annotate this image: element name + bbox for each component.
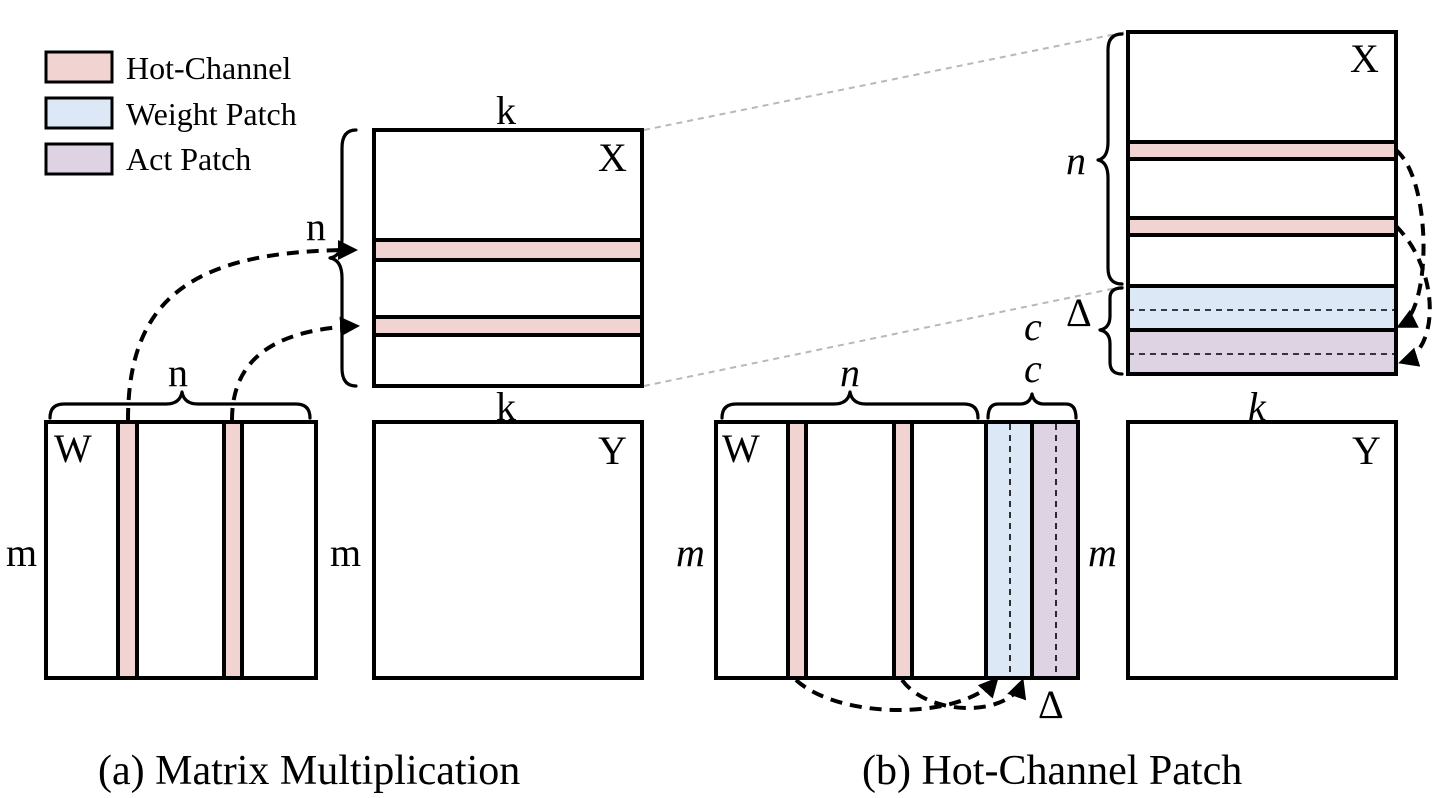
brace-c	[986, 392, 1078, 420]
zoom-guide-line	[643, 285, 1127, 387]
legend-swatch-act-patch	[44, 142, 114, 176]
legend-swatch-weight-patch	[44, 96, 114, 130]
matrix-y-label: Y	[598, 428, 627, 473]
dimension-m-y: m	[1088, 530, 1117, 575]
brace-delta-side	[1098, 286, 1124, 376]
brace-n-side	[1096, 32, 1124, 286]
matrix-w	[44, 420, 318, 680]
hot-channel-row	[1126, 140, 1398, 161]
brace-n-top	[48, 390, 312, 420]
matrix-x-label: X	[1350, 36, 1379, 81]
legend-label-hot-channel: Hot-Channel	[126, 50, 291, 86]
hot-channel-row	[372, 315, 644, 337]
patch-arrow	[1394, 148, 1426, 328]
brace-n-side	[328, 128, 358, 388]
dimension-n-side: n	[1066, 138, 1086, 183]
dimension-m-w: m	[6, 530, 37, 575]
zoom-guide-line	[643, 31, 1127, 131]
legend-label-weight-patch: Weight Patch	[126, 96, 297, 132]
dimension-k-top: k	[496, 88, 516, 133]
patch-arrow	[900, 678, 1027, 710]
dimension-delta-side: Δ	[1066, 290, 1092, 335]
dimension-c-brace: c	[1024, 346, 1042, 391]
hot-channel-col	[892, 420, 914, 680]
legend: Hot-Channel Weight Patch Act Patch	[44, 50, 297, 177]
mapping-arrow	[126, 240, 358, 421]
panel-a: X k n W m n Y k m (a) Matrix Multiplicat…	[6, 88, 644, 794]
matrix-y-label: Y	[1352, 428, 1381, 473]
dimension-c-top: c	[1024, 304, 1042, 349]
legend-label-act-patch: Act Patch	[126, 141, 251, 177]
panel-b: X n Δ W m n c c Δ Y k m	[676, 30, 1432, 794]
dimension-k-bottom: k	[496, 384, 516, 429]
hot-channel-col	[116, 420, 139, 680]
caption-b: (b) Hot-Channel Patch	[862, 748, 1242, 794]
brace-n-top	[720, 390, 980, 420]
legend-swatch-hot-channel	[44, 50, 114, 84]
hot-channel-col	[786, 420, 808, 680]
mapping-arrow	[230, 316, 360, 421]
act-patch-cols	[1030, 420, 1080, 680]
patch-arrow	[1394, 224, 1432, 367]
dimension-n-side: n	[306, 204, 326, 249]
matrix-y	[372, 420, 644, 680]
caption-a: (a) Matrix Multiplication	[98, 748, 520, 794]
matrix-w-label: W	[54, 426, 92, 471]
weight-patch-rows	[1126, 284, 1398, 332]
matrix-x-label: X	[598, 135, 627, 180]
hot-channel-row	[372, 238, 644, 262]
dimension-k-y: k	[1248, 384, 1267, 429]
dimension-m-w: m	[676, 530, 705, 575]
hot-channel-row	[1126, 216, 1398, 237]
matrix-w-label: W	[722, 426, 760, 471]
hot-channel-col	[222, 420, 244, 680]
dimension-delta-bottom: Δ	[1038, 682, 1064, 727]
weight-patch-cols	[984, 420, 1034, 680]
act-patch-rows	[1126, 328, 1398, 376]
dimension-n-top: n	[840, 350, 860, 395]
dimension-m-y: m	[330, 530, 361, 575]
patch-arrow	[794, 677, 999, 712]
dimension-n-top: n	[168, 350, 188, 395]
matrix-y	[1126, 420, 1398, 680]
